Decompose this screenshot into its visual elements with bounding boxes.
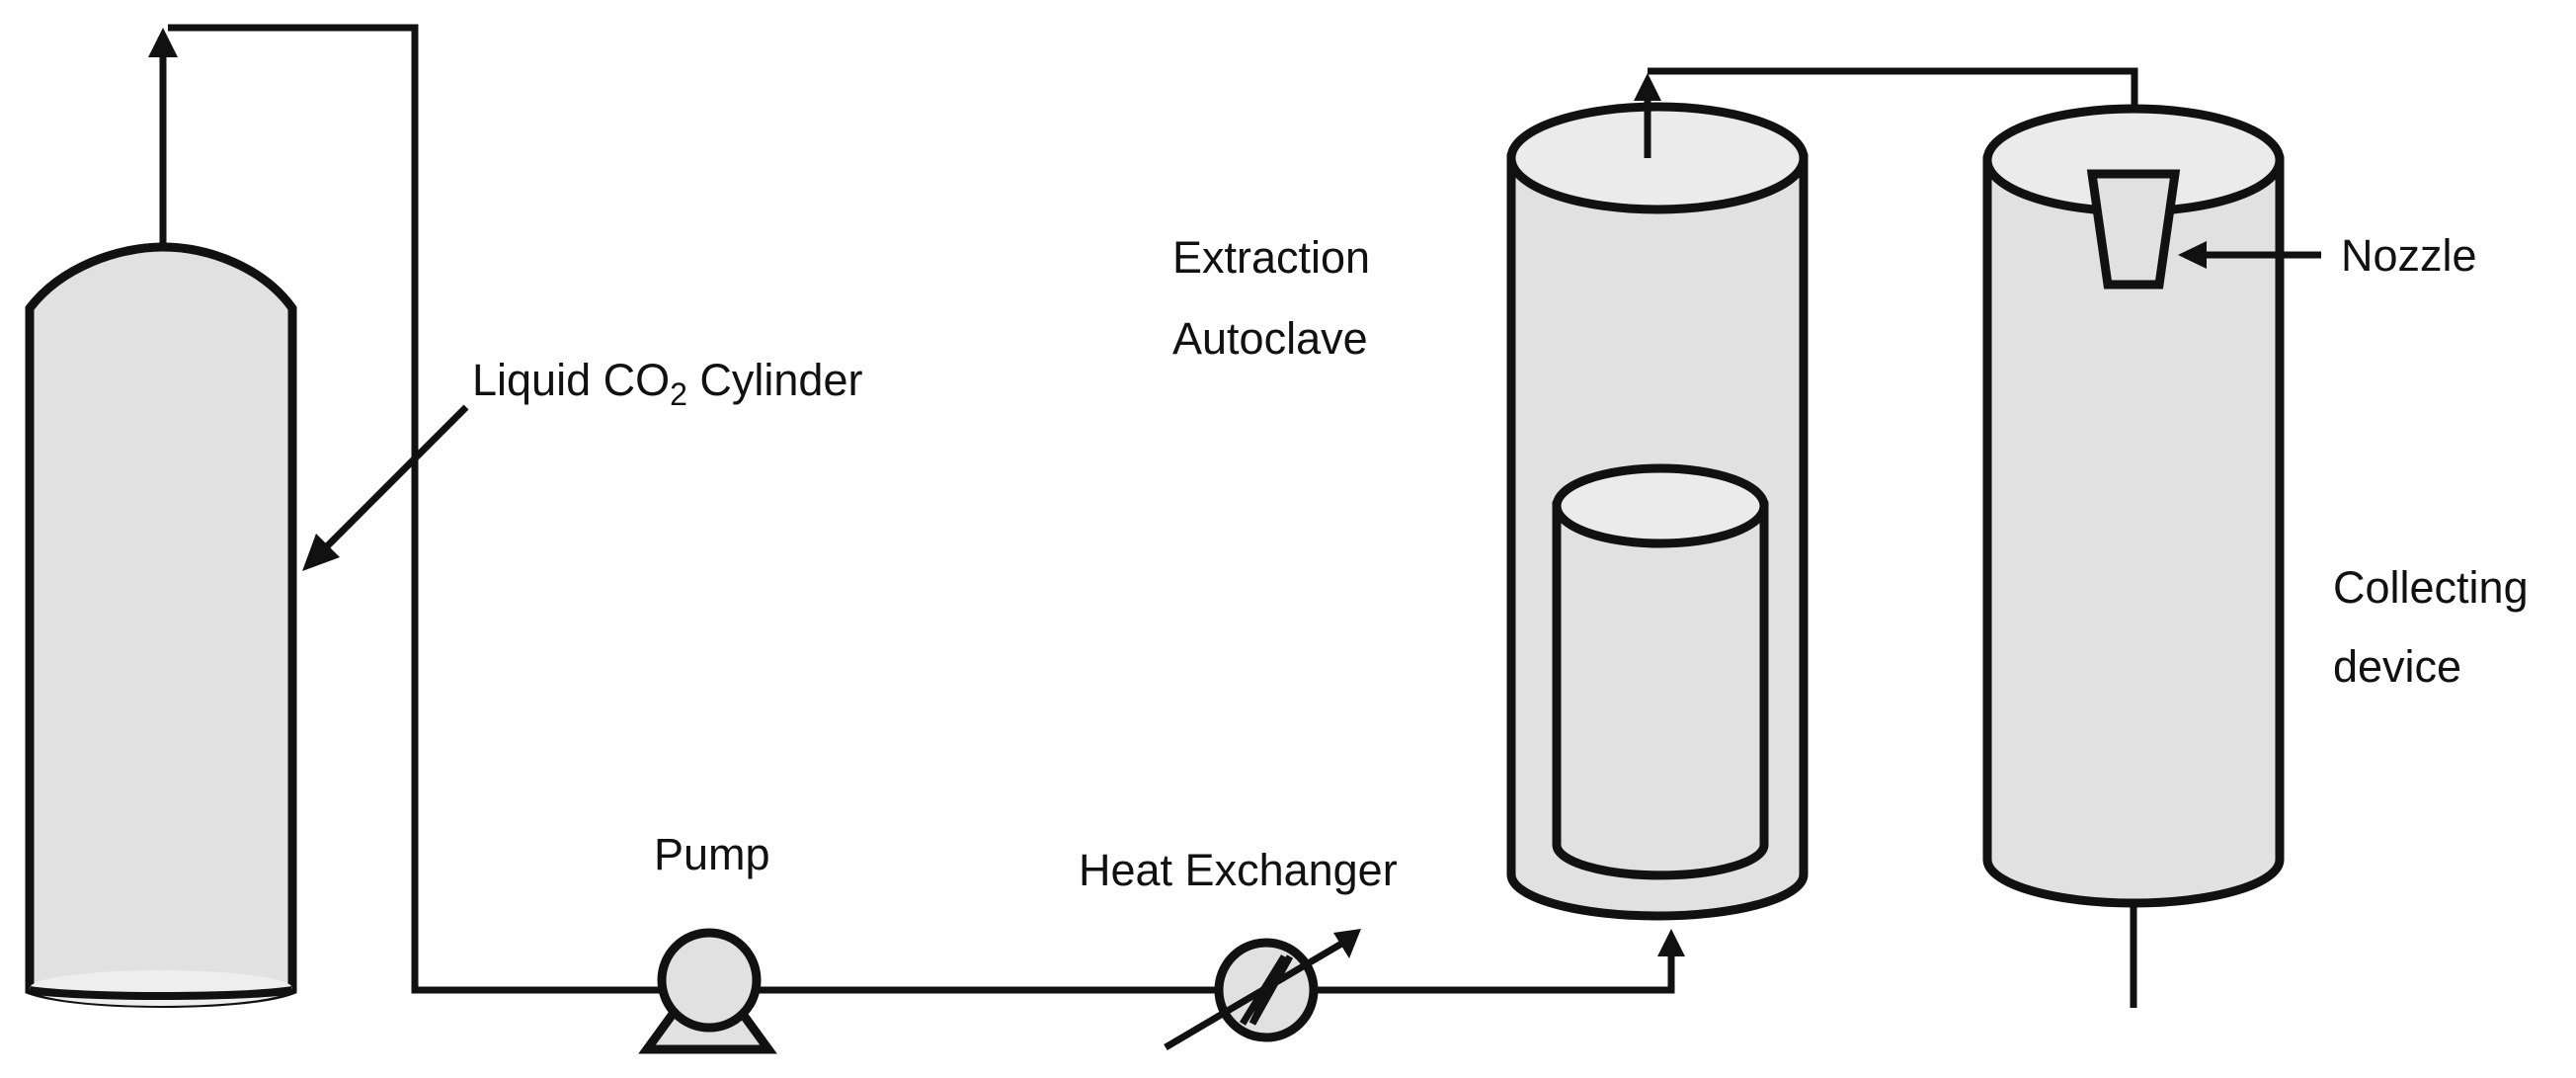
collecting-device [1982, 104, 2285, 1008]
collector-label-line1: Collecting [2333, 562, 2529, 613]
extraction-autoclave [1506, 102, 1809, 921]
co2-cylinder [25, 242, 297, 1008]
autoclave-label-line1: Extraction [1172, 232, 1370, 283]
cylinder-leader-arrow [302, 404, 469, 571]
heat-exchanger-label: Heat Exchanger [1079, 845, 1398, 895]
nozzle-leader-arrow [2178, 241, 2321, 269]
pump [638, 928, 777, 1054]
cylinder-label: Liquid CO2 Cylinder [472, 355, 862, 412]
flow-arrowhead-up [1657, 929, 1685, 956]
autoclave-label-line2: Autoclave [1172, 313, 1368, 364]
heat-exchanger [1164, 929, 1361, 1051]
collector-label-line2: device [2333, 641, 2461, 692]
nozzle-label: Nozzle [2341, 230, 2477, 281]
flow-arrowhead-up [148, 28, 178, 57]
cylinder-outlet-pipe [148, 24, 660, 994]
pump-label: Pump [654, 829, 770, 879]
flow-arrowhead-up [1634, 73, 1661, 101]
nozzle [2086, 169, 2181, 290]
main-feed-pipe [757, 929, 1685, 994]
